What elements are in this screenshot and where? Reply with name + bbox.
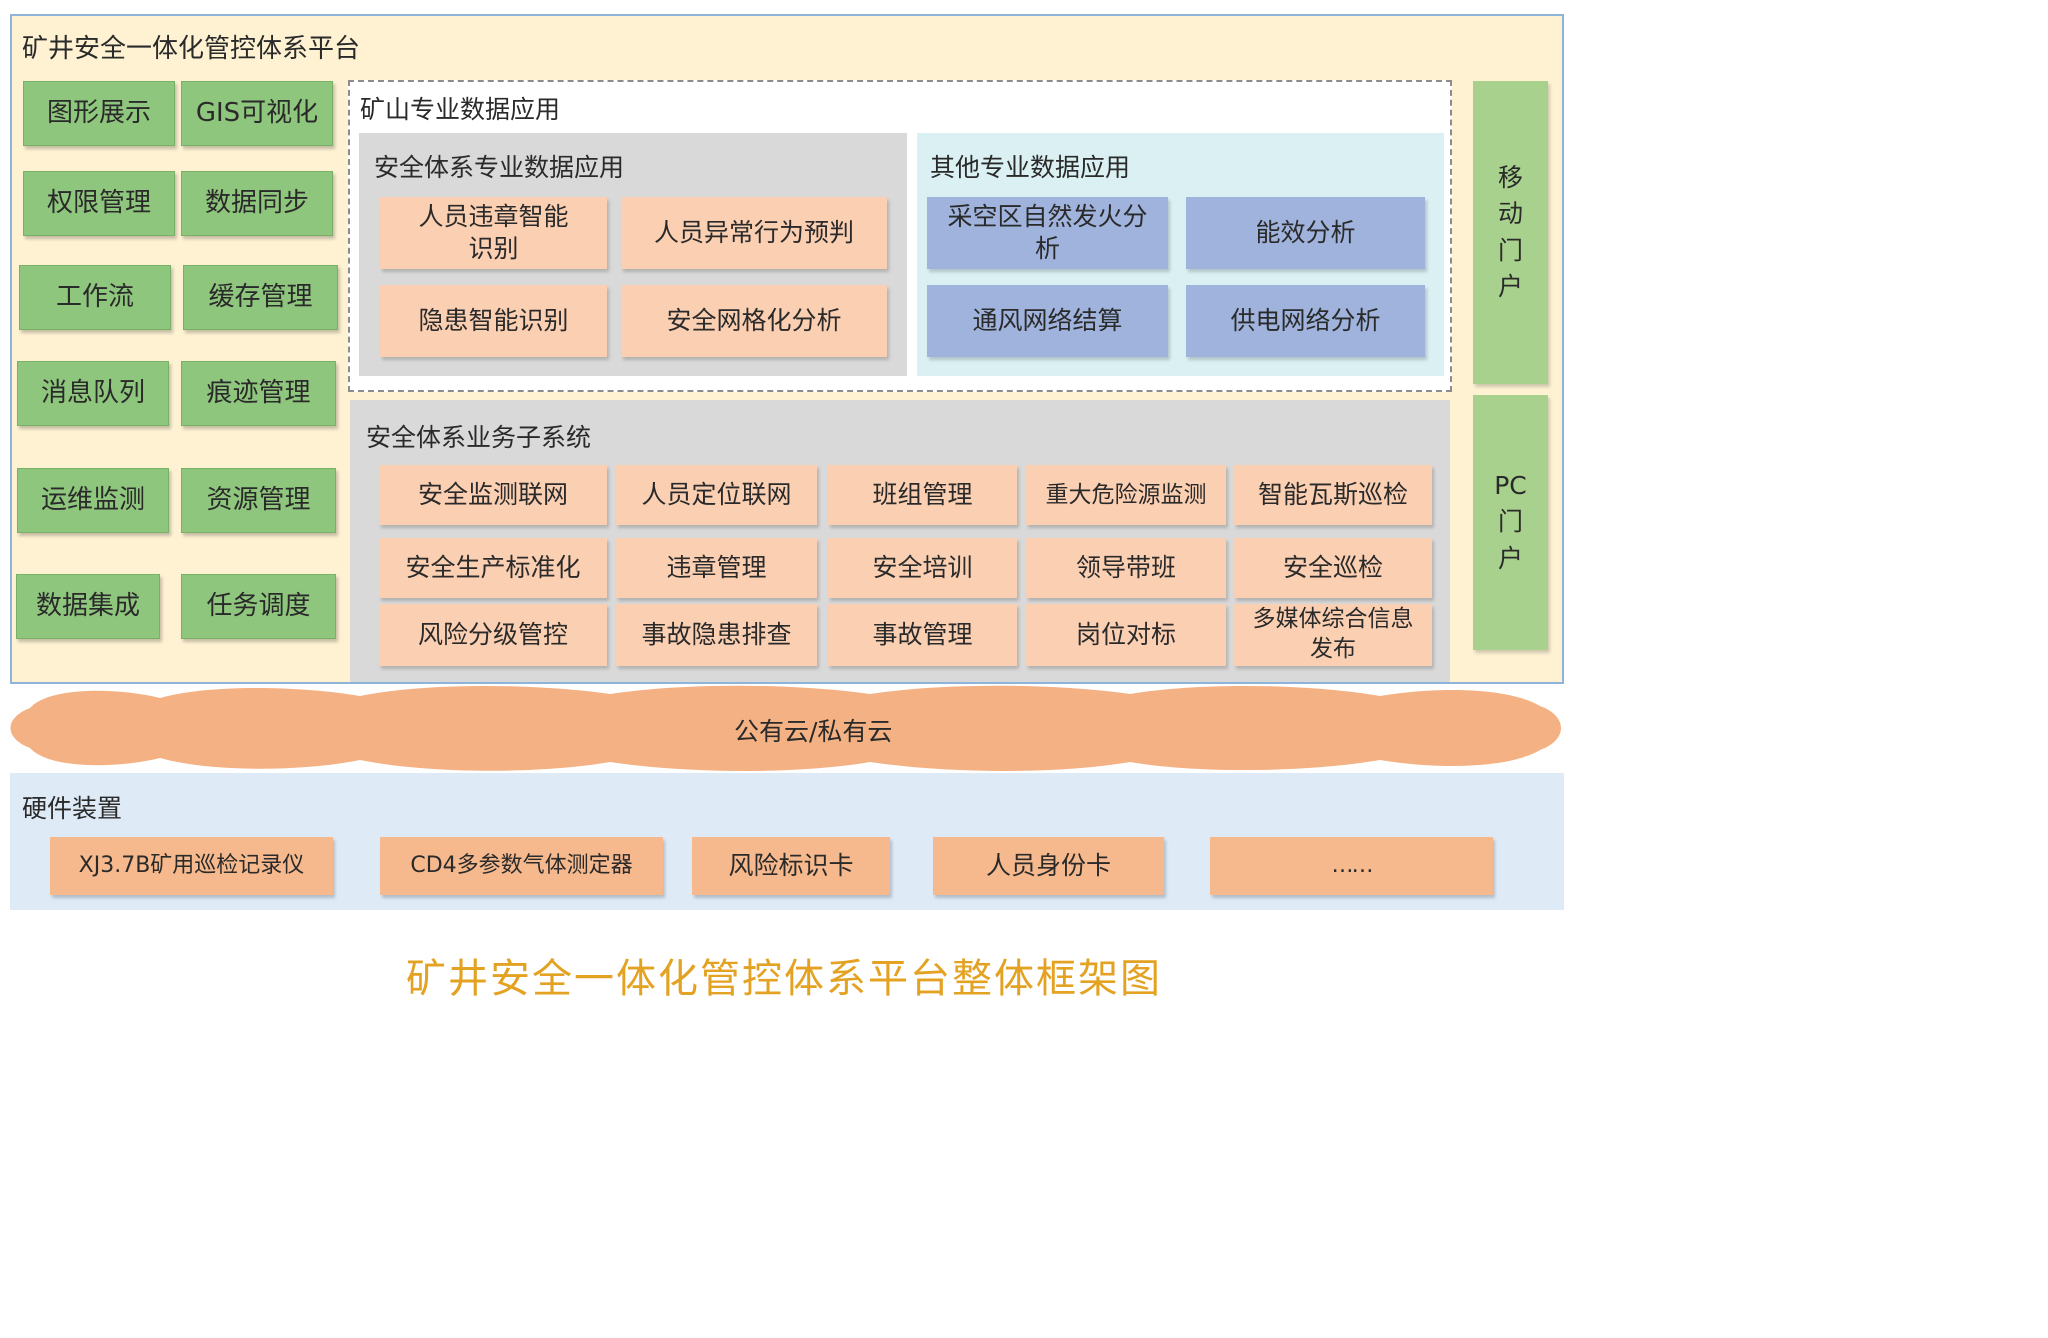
cloud-shape (10, 685, 1561, 771)
subsystem-item: 安全生产标准化 (379, 538, 607, 598)
subsystem-item: 事故管理 (828, 604, 1017, 666)
subsystem-item: 智能瓦斯巡检 (1234, 465, 1432, 525)
cloud-label: 公有云/私有云 (734, 717, 893, 746)
hardware-title: 硬件装置 (22, 794, 123, 823)
item-energy-analysis: 能效分析 (1186, 197, 1425, 269)
subsystem-item: 风险分级管控 (379, 604, 607, 666)
module-gis-visualization: GIS可视化 (181, 81, 333, 146)
module-ops-monitoring: 运维监测 (17, 468, 169, 533)
mining-data-apps-title: 矿山专业数据应用 (360, 95, 561, 124)
diagram-caption: 矿井安全一体化管控体系平台整体框架图 (406, 956, 1162, 1002)
subsystem-item: 事故隐患排查 (616, 604, 817, 666)
subsystem-item: 违章管理 (616, 538, 817, 598)
subsystem-item: 安全巡检 (1234, 538, 1432, 598)
subsystem-item: 安全监测联网 (379, 465, 607, 525)
module-task-scheduling: 任务调度 (181, 574, 336, 639)
pc-portal: PC门户 (1473, 395, 1548, 650)
module-permission-management: 权限管理 (23, 171, 175, 236)
module-workflow: 工作流 (19, 265, 171, 330)
business-subsystems-title: 安全体系业务子系统 (366, 423, 592, 452)
subsystem-item: 班组管理 (828, 465, 1017, 525)
module-trace-management: 痕迹管理 (181, 361, 336, 426)
item-hazard-recognition: 隐患智能识别 (380, 285, 607, 357)
platform-title: 矿井安全一体化管控体系平台 (22, 34, 361, 64)
hardware-item: …… (1210, 837, 1493, 895)
module-resource-management: 资源管理 (181, 468, 336, 533)
module-data-integration: 数据集成 (16, 574, 160, 639)
module-data-sync: 数据同步 (181, 171, 333, 236)
item-power-network-analysis: 供电网络分析 (1186, 285, 1425, 357)
subsystem-item: 安全培训 (828, 538, 1017, 598)
subsystem-item: 多媒体综合信息发布 (1234, 604, 1432, 666)
hardware-item: 人员身份卡 (933, 837, 1164, 895)
module-cache-management: 缓存管理 (183, 265, 338, 330)
item-abnormal-behavior: 人员异常行为预判 (621, 197, 887, 269)
pc-portal-label: PC门户 (1494, 471, 1527, 573)
hardware-item: XJ3.7B矿用巡检记录仪 (50, 837, 333, 895)
hardware-item: 风险标识卡 (692, 837, 890, 895)
subsystem-item: 岗位对标 (1026, 604, 1226, 666)
hardware-item: CD4多参数气体测定器 (380, 837, 663, 895)
item-grid-analysis: 安全网格化分析 (621, 285, 887, 357)
subsystem-item: 人员定位联网 (616, 465, 817, 525)
item-goaf-fire-analysis: 采空区自然发火分析 (927, 197, 1168, 269)
item-violation-recognition: 人员违章智能识别 (380, 197, 607, 269)
other-data-apps-title: 其他专业数据应用 (930, 153, 1131, 182)
module-message-queue: 消息队列 (17, 361, 169, 426)
module-graphic-display: 图形展示 (23, 81, 175, 146)
mobile-portal: 移动门户 (1473, 81, 1548, 384)
subsystem-item: 领导带班 (1026, 538, 1226, 598)
item-ventilation-calc: 通风网络结算 (927, 285, 1168, 357)
subsystem-item: 重大危险源监测 (1026, 465, 1226, 525)
mobile-portal-label: 移动门户 (1497, 163, 1523, 301)
safety-data-apps-title: 安全体系专业数据应用 (374, 153, 625, 182)
